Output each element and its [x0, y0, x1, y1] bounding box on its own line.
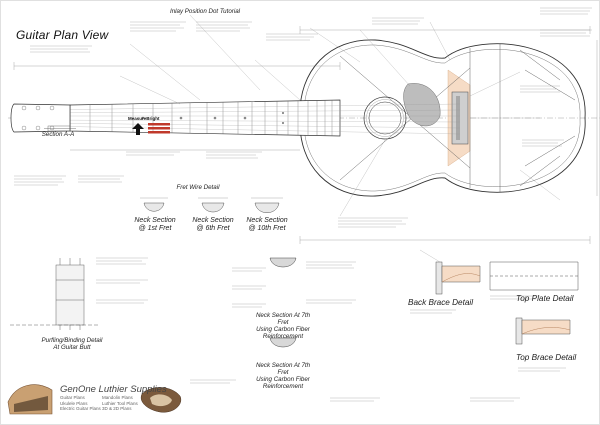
brand-col2-item-2: Luthier Tool Plans: [102, 400, 138, 406]
logo-box: MeasureBright: [128, 116, 174, 136]
brand-list-col1: Guitar Plans Ukulele Plans Electric Guit…: [60, 395, 101, 412]
inlay-tutorial-label: Inlay Position Dot Tutorial: [169, 8, 241, 15]
body-binding: [303, 44, 581, 192]
body-outline: [299, 39, 586, 197]
soundhole-outer: [363, 96, 407, 140]
neck-section-10th-line1: Neck Section: [246, 217, 288, 224]
purfling-detail-label: Purfling/Binding Detail At Guitar Butt: [41, 337, 103, 351]
neck-section-6th-line2: @ 6th Fret: [196, 225, 230, 232]
leader-lines: [119, 14, 561, 263]
brand-col2-item-3: 3D & 2D Plans: [102, 406, 132, 412]
neck-section-10th-line2: @ 10th Fret: [248, 225, 286, 232]
logo-arrow-icon: [132, 123, 170, 135]
inlay-dots: [141, 111, 285, 125]
brand-col1-item-3: Electric Guitar Plans: [60, 406, 101, 412]
neck-section-profiles: [143, 202, 280, 213]
sheet-title: Guitar Plan View: [16, 28, 109, 42]
neck-section-10th: Neck Section @ 10th Fret: [242, 217, 292, 233]
neck-7th-fret-label-a: Neck Section At 7th Fret Using Carbon Fi…: [255, 312, 311, 340]
neck: [69, 99, 341, 137]
soundhole-inner: [368, 101, 402, 135]
pickguard: [403, 83, 441, 127]
strings: [39, 103, 461, 135]
neck-section-1st-line1: Neck Section: [134, 217, 176, 224]
brand-col2-item-1: Mandolin Plans: [102, 395, 133, 400]
purfling-detail: [10, 258, 100, 330]
neck-7th-fret-profiles: [269, 257, 297, 348]
back-brace-drawing: [435, 261, 481, 295]
brand-col1-item-2: Ukulele Plans: [60, 400, 88, 406]
neck-7th-fret-label-b: Neck Section At 7th Fret Using Carbon Fi…: [255, 362, 311, 390]
top-plate-detail-label: Top Plate Detail: [516, 294, 574, 303]
fret-wire-detail-label: Fret Wire Detail: [176, 184, 220, 191]
section-aa-label: Section A-A: [41, 131, 75, 138]
note-blocks: [14, 7, 592, 402]
headstock: [10, 103, 71, 133]
top-brace-detail-label: Top Brace Detail: [516, 353, 577, 362]
neck-section-6th: Neck Section @ 6th Fret: [188, 217, 238, 233]
brand-logo-images: [7, 384, 182, 415]
brand-name: GenOne Luthier Supplies: [60, 384, 167, 395]
back-brace-detail-label: Back Brace Detail: [408, 298, 474, 307]
neck-section-6th-line1: Neck Section: [192, 217, 234, 224]
brand-list-col2: Mandolin Plans Luthier Tool Plans 3D & 2…: [102, 395, 138, 412]
top-plate-drawing: [489, 261, 579, 291]
neck-section-1st: Neck Section @ 1st Fret: [130, 217, 180, 233]
logo-text: MeasureBright: [128, 116, 160, 121]
neck-section-1st-line2: @ 1st Fret: [138, 225, 172, 232]
dimension-lines: [13, 26, 598, 244]
section-aa-sketch: [44, 125, 76, 132]
brand-col1-item-1: Guitar Plans: [60, 395, 85, 400]
top-brace-drawing: [515, 317, 571, 345]
